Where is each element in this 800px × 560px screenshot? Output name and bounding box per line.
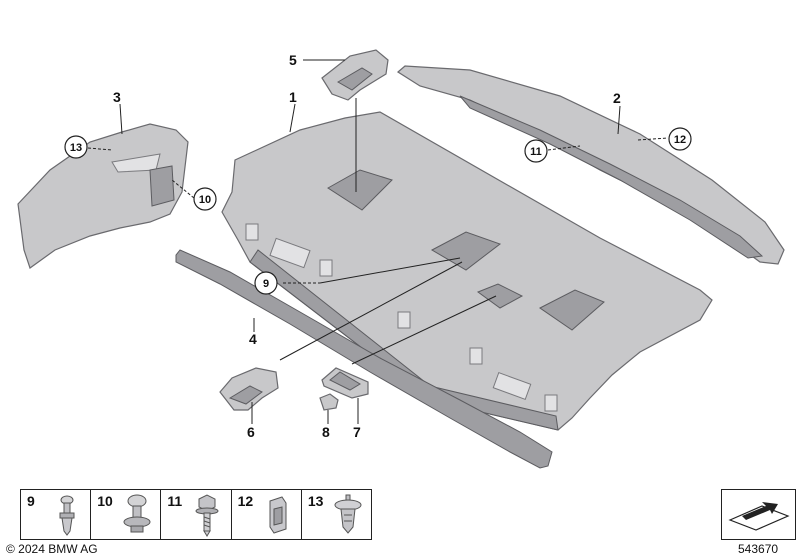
legend-number: 9: [27, 493, 35, 509]
callout-13: 13: [64, 135, 88, 159]
orientation-arrow-box: [721, 489, 796, 540]
clip-8: [319, 393, 339, 411]
callout-10: 10: [193, 187, 217, 211]
svg-text:9: 9: [263, 278, 269, 290]
legend-number: 12: [237, 493, 254, 509]
document-number: 543670: [738, 542, 779, 556]
callout-8: 8: [322, 424, 330, 440]
legend-cell-10: 10: [91, 490, 162, 539]
push-rivet-icon: [59, 495, 75, 536]
seal-strip: [175, 249, 553, 469]
callout-4: 4: [249, 331, 257, 347]
callout-6: 6: [247, 424, 255, 440]
legend-number: 13: [307, 493, 324, 509]
callout-12: 12: [668, 127, 692, 151]
callout-5: 5: [289, 52, 297, 68]
legend-cell-13: 13: [302, 490, 371, 539]
svg-text:10: 10: [199, 194, 211, 206]
callout-2: 2: [613, 90, 621, 106]
callout-11: 11: [524, 139, 548, 163]
svg-text:12: 12: [674, 134, 686, 146]
cover-6: [219, 367, 279, 411]
svg-text:11: 11: [530, 146, 542, 158]
clip-icon: [334, 494, 362, 534]
legend-cell-9: 9: [21, 490, 92, 539]
orientation-arrow-icon: [728, 502, 790, 531]
spring-nut-icon: [269, 496, 287, 534]
callout-9: 9: [254, 271, 278, 295]
legend-cell-11: 11: [161, 490, 232, 539]
fastener-legend: 9 10 11 12 13: [20, 489, 372, 540]
hex-screw-icon: [195, 494, 219, 537]
bracket-7: [321, 367, 369, 399]
parcel-shelf: [221, 111, 713, 431]
copyright-text: © 2024 BMW AG: [6, 542, 98, 556]
svg-text:13: 13: [70, 142, 82, 154]
leader-lines: [87, 59, 669, 424]
callout-3: 3: [113, 89, 121, 105]
cover-5: [321, 49, 389, 101]
legend-number: 11: [167, 493, 183, 509]
expanding-rivet-icon: [123, 494, 151, 533]
callout-1: 1: [289, 89, 297, 105]
trim-strip: [396, 65, 785, 265]
legend-cell-12: 12: [232, 490, 302, 539]
callout-7: 7: [353, 424, 361, 440]
legend-number: 10: [97, 493, 113, 509]
side-trim-panel: [17, 123, 189, 269]
